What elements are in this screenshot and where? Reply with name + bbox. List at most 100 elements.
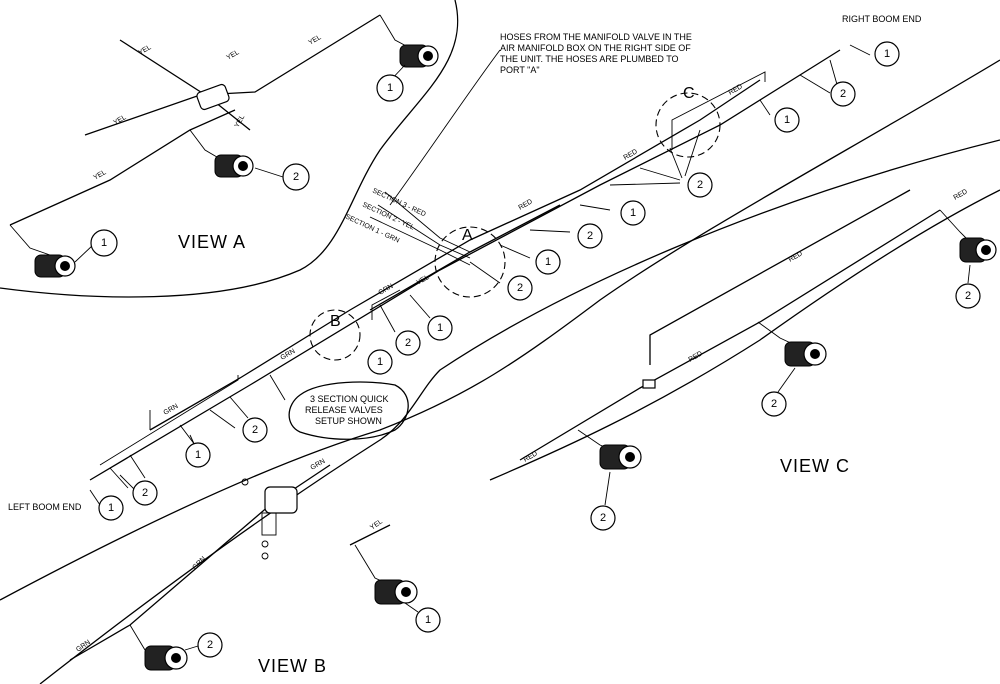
callout-c-label: C: [683, 85, 695, 102]
view-a-manifold-valve: [196, 83, 230, 111]
view-c-label-red-4: RED: [953, 188, 969, 201]
view-b-drop-main: [129, 624, 146, 651]
svg-text:2: 2: [517, 282, 523, 294]
svg-text:2: 2: [293, 171, 299, 183]
view-a-drop-right: [379, 14, 411, 49]
view-a-hose-label-yel-2: YEL: [226, 49, 241, 62]
leader-left-1: [89, 489, 101, 506]
balloon-boom-1d: 1: [427, 315, 453, 341]
view-a-balloon-1b: 1: [376, 74, 404, 102]
view-a-hose-label-yel-1: YEL: [138, 44, 153, 57]
view-a-dump-valve-mid: [214, 154, 254, 178]
view-c-boundary: [489, 189, 1000, 481]
view-b-title: VIEW B: [258, 656, 327, 676]
svg-text:1: 1: [545, 256, 551, 268]
view-a-hose-lower: [9, 109, 236, 226]
svg-text:1: 1: [377, 356, 383, 368]
svg-text:1: 1: [884, 48, 890, 60]
view-c-leader-2c: [967, 264, 971, 284]
svg-text:2: 2: [252, 424, 258, 436]
svg-text:2: 2: [697, 179, 703, 191]
qr-line-1: 3 SECTION QUICK: [310, 394, 389, 404]
view-c-dump-valve-1: [599, 444, 642, 470]
view-c-balloon-2a: 2: [590, 505, 616, 531]
svg-text:2: 2: [600, 512, 606, 524]
view-b-label-grn-2: GRN: [191, 555, 207, 571]
view-a: YEL YEL YEL YEL YEL YEL 1 1 2 VIEW A: [9, 14, 439, 278]
view-c-balloon-2c: 2: [955, 283, 981, 309]
svg-text:2: 2: [840, 88, 846, 100]
balloon-boom-2e: 2: [577, 223, 603, 249]
balloon-boom-1e: 1: [535, 249, 561, 275]
view-a-hose-label-yel-6: YEL: [234, 114, 247, 129]
view-b-hose: [69, 464, 331, 661]
svg-text:1: 1: [108, 502, 114, 514]
leader-left-2: [119, 474, 136, 491]
section-leader-1: [369, 216, 471, 266]
balloon-left-boom-1: 1: [98, 495, 124, 521]
note-line-2: AIR MANIFOLD BOX ON THE RIGHT SIDE OF: [500, 43, 691, 53]
balloon-boom-1g: 1: [774, 107, 800, 133]
manifold-note: HOSES FROM THE MANIFOLD VALVE IN THE AIR…: [500, 32, 692, 75]
view-a-drop-left: [9, 224, 51, 256]
view-b-leader-2: [184, 645, 199, 651]
view-a-hose-label-yel-4: YEL: [113, 114, 128, 127]
balloon-boom-2g: 2: [830, 81, 856, 107]
view-b-tee-valve: [241, 478, 298, 560]
view-b-drop-yel: [354, 544, 391, 586]
view-c-leader-2a: [604, 471, 611, 506]
view-b-leader-1: [404, 602, 419, 613]
balloon-left-boom-2: 2: [132, 480, 158, 506]
view-a-boundary: [0, 0, 459, 298]
callout-b-label: B: [330, 313, 341, 330]
view-b-balloon-2: 2: [197, 632, 223, 658]
svg-text:1: 1: [195, 449, 201, 461]
balloon-right-boom-1: 1: [874, 41, 900, 67]
section-3-bracket-left: [99, 375, 239, 466]
qr-line-2: RELEASE VALVES: [305, 405, 383, 415]
svg-text:2: 2: [771, 398, 777, 410]
qr-line-3: SETUP SHOWN: [315, 416, 382, 426]
quick-release-bubble: [288, 381, 409, 440]
view-c: RED RED RED RED 2 2 2 VIEW C: [519, 188, 997, 531]
callout-a-label: A: [462, 227, 473, 244]
left-boom-end-label: LEFT BOOM END: [8, 502, 82, 512]
boom-hose-label-red-3: RED: [728, 83, 744, 96]
callout-a-circle: [434, 226, 506, 298]
balloon-boom-2d: 2: [507, 275, 533, 301]
svg-text:2: 2: [587, 230, 593, 242]
view-a-title: VIEW A: [178, 232, 246, 252]
right-boom-end-label: RIGHT BOOM END: [842, 14, 922, 24]
view-b-dump-valve-1: [144, 645, 188, 671]
view-a-hose-label-yel-3: YEL: [308, 34, 323, 47]
svg-text:1: 1: [425, 614, 431, 626]
balloon-boom-1f: 1: [620, 200, 646, 226]
boom-hose-label-grn-2: GRN: [280, 348, 297, 362]
balloon-boom-1b: 1: [185, 442, 211, 468]
svg-text:1: 1: [630, 207, 636, 219]
view-a-leader-1a: [74, 244, 94, 263]
svg-text:2: 2: [965, 290, 971, 302]
main-boom-drops: [109, 44, 871, 489]
view-a-dump-valve-top: [399, 44, 439, 68]
note-line-4: PORT "A": [500, 65, 540, 75]
main-boom-hose-1: [89, 49, 841, 481]
view-a-dump-valve-left: [34, 254, 76, 278]
view-c-drop-2: [757, 321, 796, 346]
svg-text:1: 1: [387, 82, 393, 94]
main-boom-lower-boundary: [39, 139, 1000, 684]
main-boom: A B C GRN GRN GRN YEL RED RED RED SECTIO…: [8, 14, 922, 521]
view-a-hose-label-yel-5: YEL: [93, 169, 108, 182]
view-c-hose-upper: [649, 189, 911, 365]
view-c-title: VIEW C: [780, 456, 850, 476]
balloon-boom-2b: 2: [242, 417, 268, 443]
view-a-drop-mid: [189, 129, 223, 161]
view-c-drop-3: [939, 209, 969, 241]
view-c-bracket: [671, 71, 766, 150]
view-b-hose-yel: [349, 524, 391, 546]
quick-release-note: 3 SECTION QUICK RELEASE VALVES SETUP SHO…: [305, 394, 389, 426]
note-line-3: THE UNIT. THE HOSES ARE PLUMBED TO: [500, 54, 679, 64]
balloon-boom-2c: 2: [395, 330, 421, 356]
